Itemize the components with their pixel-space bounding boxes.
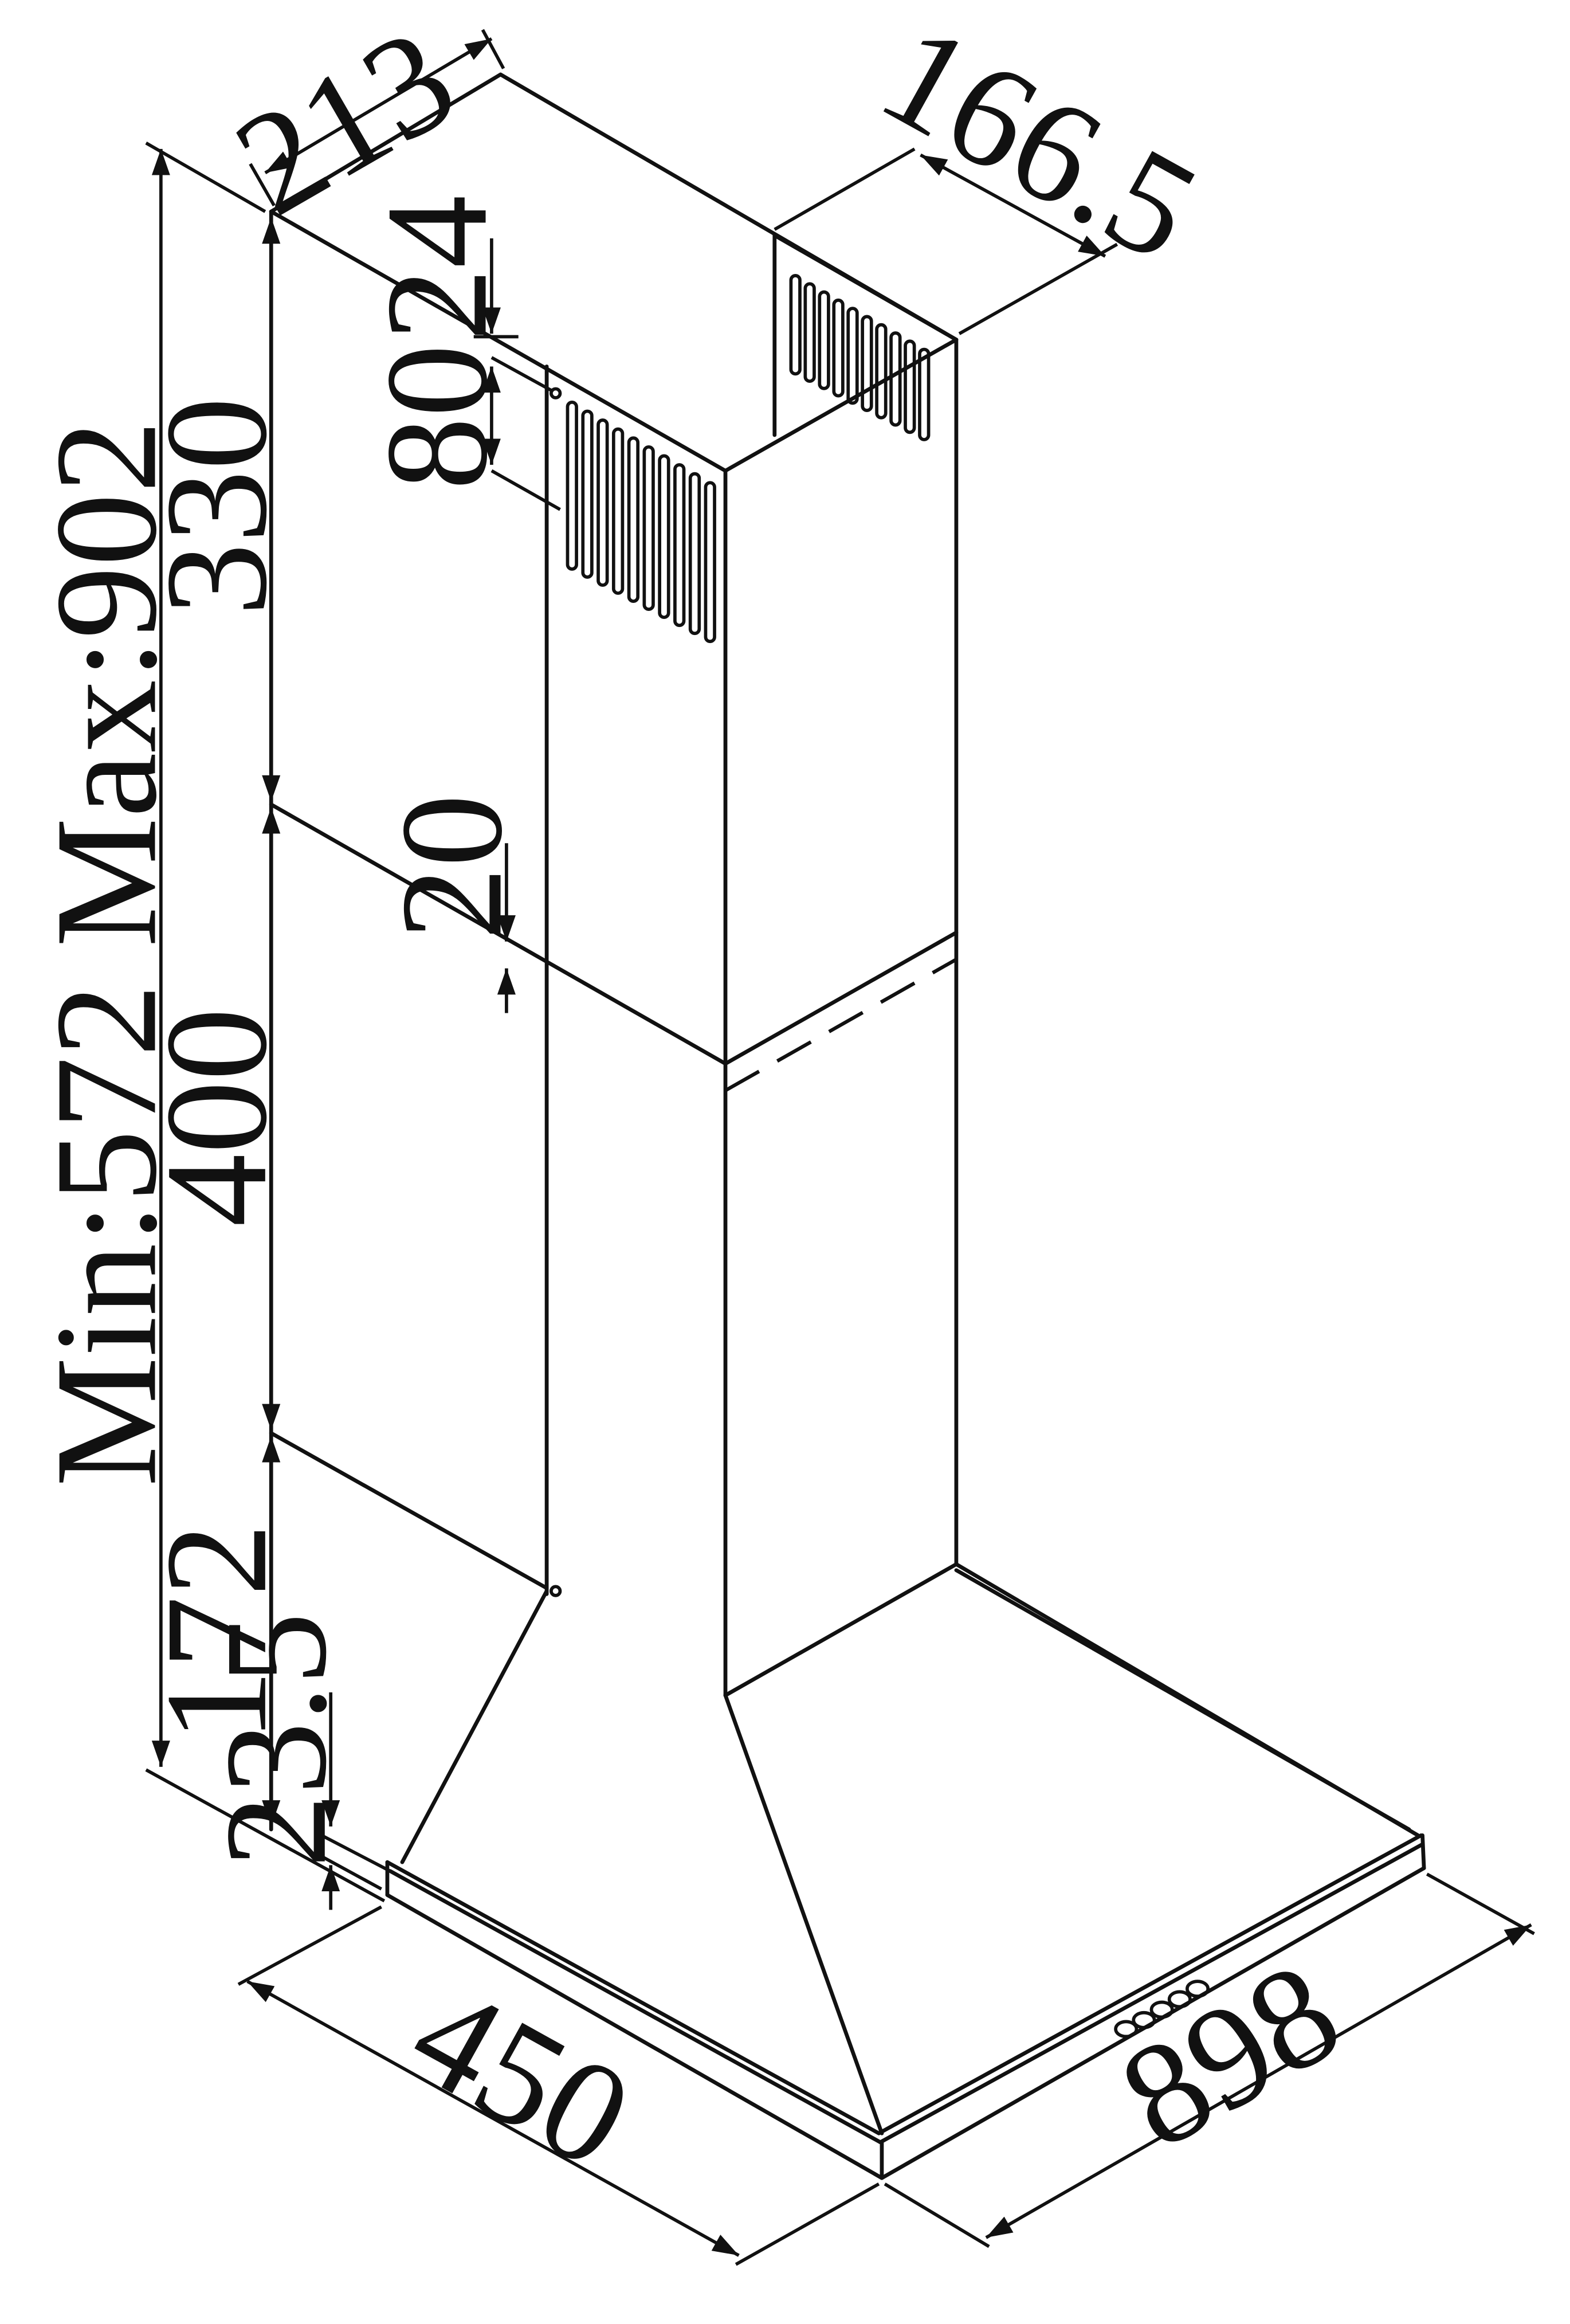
dim-vent-offset: 24 — [356, 195, 518, 342]
vent-slot — [918, 347, 931, 441]
dim-upper-chimney: 330 — [136, 397, 297, 616]
vent-slot — [818, 290, 830, 390]
vent-slot — [832, 298, 845, 398]
vent-slot — [846, 307, 859, 405]
vent-slot — [789, 274, 802, 376]
vent-slot — [875, 323, 888, 420]
vent-slot — [611, 427, 625, 595]
dim-hood-width: 898 — [1094, 1931, 1365, 2180]
vent-slot — [642, 445, 655, 611]
vent-slot — [889, 331, 902, 427]
vent-slot — [566, 400, 578, 571]
dim-total-height: Min:572 Max:902 — [25, 420, 187, 1487]
vent-slot — [861, 315, 873, 412]
vent-slots-rear — [789, 274, 931, 441]
dim-canopy-height: 172 — [136, 1523, 297, 1742]
vent-slot — [658, 454, 670, 620]
vent-slot — [627, 436, 640, 603]
dim-edge-thickness: 23.5 — [195, 1612, 357, 1868]
vent-slot — [581, 409, 594, 579]
dim-vent-height: 80 — [356, 344, 518, 490]
dim-overlap: 20 — [371, 794, 533, 940]
vent-slot — [803, 282, 816, 383]
vent-slot — [904, 339, 916, 434]
vent-slot — [688, 472, 701, 636]
dimension-lines — [145, 29, 1535, 2266]
dim-chimney-width: 166.5 — [857, 0, 1222, 292]
vent-slots-front — [566, 400, 716, 644]
vent-slot — [704, 481, 716, 644]
vent-slot — [673, 463, 686, 628]
vent-slot — [596, 418, 609, 587]
dim-lower-chimney: 400 — [136, 1008, 297, 1226]
